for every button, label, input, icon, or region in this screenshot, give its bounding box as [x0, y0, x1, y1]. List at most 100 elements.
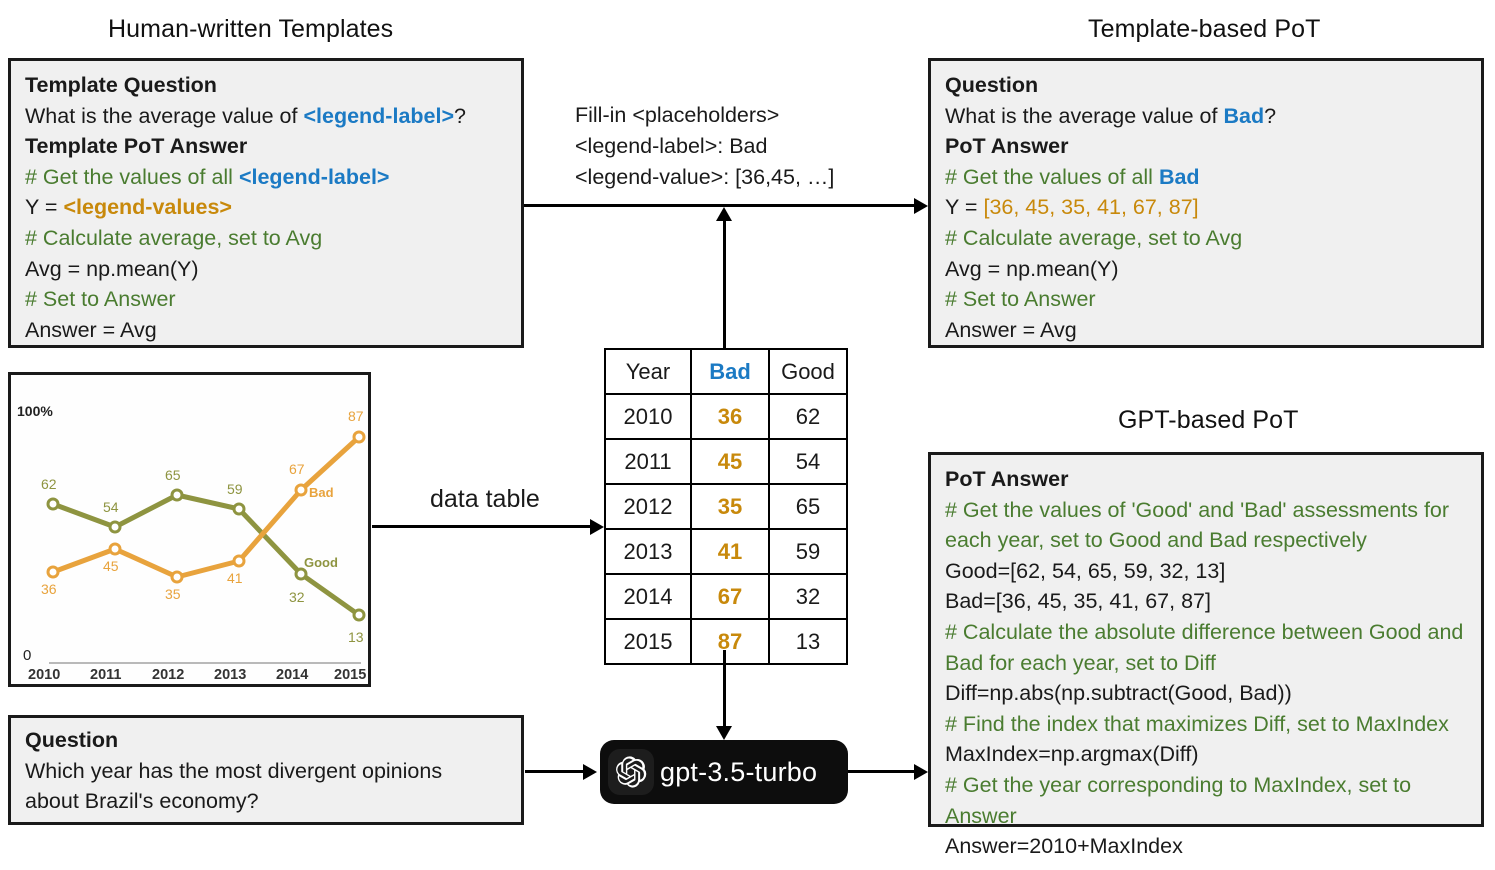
template-comment-1: # Get the values of all <legend-label>: [25, 162, 521, 193]
table-row: 2014 67 32: [604, 573, 848, 620]
arrow-table-to-gpt-line: [723, 650, 726, 730]
template-question-pre: What is the average value of: [25, 103, 304, 128]
gpt-pot-comment-1: # Get the values of 'Good' and 'Bad' ass…: [945, 497, 1450, 553]
table-cell-bad: 36: [690, 393, 770, 440]
chart-xtick-2012: 2012: [152, 667, 185, 683]
table-header-good: Good: [768, 348, 848, 395]
section-title-template-based-pot: Template-based PoT: [1088, 15, 1321, 43]
chart-value-bad-2010: 36: [41, 581, 57, 597]
gpt-model-badge[interactable]: gpt-3.5-turbo: [600, 740, 848, 804]
template-question-post: ?: [454, 103, 466, 128]
question-line-1: Which year has the most divergent opinio…: [25, 758, 443, 783]
template-code-2: Avg = np.mean(Y): [25, 256, 199, 281]
openai-logo-icon: [608, 749, 654, 795]
line-chart: 100% 0: [8, 372, 371, 687]
pot-question-heading: Question: [945, 73, 1039, 97]
table-cell-good: 62: [768, 393, 848, 440]
pot-question-value: Bad: [1223, 103, 1265, 128]
template-code-1: Y = <legend-values>: [25, 192, 521, 223]
legend-label-placeholder-2: <legend-label>: [238, 164, 390, 189]
arrow-question-to-gpt-head: [583, 764, 597, 780]
table-cell-year: 2015: [604, 618, 692, 665]
fill-in-annotation: Fill-in <placeholders> <legend-label>: B…: [575, 100, 834, 193]
template-comment-1-pre: # Get the values of all: [25, 164, 239, 189]
gpt-pot-code-3: Diff=np.abs(np.subtract(Good, Bad)): [945, 681, 1292, 706]
chart-y-top-label: 100%: [17, 403, 53, 419]
chart-xtick-2013: 2013: [214, 667, 247, 683]
pot-code-1-value: [36, 45, 35, 41, 67, 87]: [983, 195, 1199, 220]
chart-legend-label-good: Good: [304, 555, 338, 570]
chart-xtick-2015: 2015: [334, 667, 367, 683]
pot-question-pre: What is the average value of: [945, 103, 1224, 128]
section-title-gpt-based-pot: GPT-based PoT: [1118, 406, 1299, 434]
pot-answer-heading: PoT Answer: [945, 134, 1069, 159]
chart-value-bad-2011: 45: [103, 558, 119, 574]
section-title-human-written-templates: Human-written Templates: [108, 15, 394, 43]
table-cell-bad: 35: [690, 483, 770, 530]
pot-code-2: Avg = np.mean(Y): [945, 256, 1119, 281]
pot-question-post: ?: [1264, 103, 1277, 128]
pot-comment-1-value: Bad: [1158, 164, 1200, 189]
table-row: 2010 36 62: [604, 393, 848, 440]
pot-code-3: Answer = Avg: [945, 317, 1077, 342]
chart-value-bad-2013: 41: [227, 570, 243, 586]
chart-legend-label-bad: Bad: [309, 485, 334, 500]
question-line-2: about Brazil's economy?: [25, 789, 259, 814]
table-header-row: Year Bad Good: [604, 348, 848, 395]
table-cell-year: 2014: [604, 573, 692, 620]
gpt-pot-comment-2: # Calculate the absolute difference betw…: [945, 619, 1464, 675]
data-table: Year Bad Good 2010 36 62 2011 45 54 2012…: [604, 348, 848, 665]
gpt-pot-code-2: Bad=[36, 45, 35, 41, 67, 87]: [945, 589, 1211, 614]
arrow-chart-to-table-head: [590, 519, 604, 535]
fill-in-legend-value: <legend-value>: [36,45, …]: [575, 165, 835, 189]
table-cell-bad: 41: [690, 528, 770, 575]
chart-value-good-2015: 13: [348, 629, 364, 645]
gpt-pot-code-5: Answer=2010+MaxIndex: [945, 834, 1183, 859]
table-cell-good: 59: [768, 528, 848, 575]
chart-series-svg: [46, 430, 366, 622]
chart-xtick-2014: 2014: [276, 667, 309, 683]
chart-baseline: [49, 662, 361, 664]
arrow-template-to-pot-head: [914, 198, 928, 214]
arrow-template-to-pot-line: [524, 204, 922, 207]
arrow-gpt-to-pot-head: [914, 764, 928, 780]
pot-code-1-pre: Y =: [945, 195, 984, 220]
arrow-gpt-to-pot-line: [848, 770, 922, 773]
table-row: 2013 41 59: [604, 528, 848, 575]
arrow-table-to-gpt-head: [716, 726, 732, 740]
table-row: 2012 35 65: [604, 483, 848, 530]
arrow-table-to-fillin-line: [723, 220, 726, 348]
chart-y-bottom-label: 0: [23, 647, 32, 664]
table-row: 2015 87 13: [604, 618, 848, 665]
table-cell-bad: 67: [690, 573, 770, 620]
table-cell-good: 13: [768, 618, 848, 665]
table-cell-year: 2010: [604, 393, 692, 440]
chart-value-bad-2012: 35: [165, 586, 181, 602]
chart-value-bad-2014: 67: [289, 461, 305, 477]
arrow-table-to-fillin-head: [716, 207, 732, 221]
chart-xtick-2011: 2011: [90, 667, 122, 683]
chart-value-good-2013: 59: [227, 481, 243, 497]
arrow-question-to-gpt-line: [525, 770, 587, 773]
table-row: 2011 45 54: [604, 438, 848, 485]
template-answer-heading: Template PoT Answer: [25, 134, 248, 159]
gpt-pot-answer-heading: PoT Answer: [945, 467, 1069, 491]
pot-comment-1-pre: # Get the values of all: [945, 164, 1159, 189]
template-question-text: What is the average value of <legend-lab…: [25, 101, 521, 132]
arrow-label-data-table: data table: [430, 485, 540, 513]
table-cell-good: 32: [768, 573, 848, 620]
template-code-3: Answer = Avg: [25, 317, 157, 342]
template-comment-2: # Calculate average, set to Avg: [25, 225, 323, 250]
template-box: Template Question What is the average va…: [8, 58, 524, 348]
gpt-model-name: gpt-3.5-turbo: [660, 756, 818, 787]
pot-code-1: Y = [36, 45, 35, 41, 67, 87]: [945, 192, 1481, 223]
chart-value-good-2010: 62: [41, 476, 57, 492]
arrow-chart-to-table-line: [372, 525, 594, 528]
pot-comment-3: # Set to Answer: [945, 287, 1096, 312]
pot-comment-1: # Get the values of all Bad: [945, 162, 1481, 193]
table-header-year: Year: [604, 348, 692, 395]
fill-in-legend-label: <legend-label>: Bad: [575, 134, 768, 158]
legend-label-placeholder: <legend-label>: [303, 103, 455, 128]
chart-value-good-2012: 65: [165, 467, 181, 483]
table-header-bad: Bad: [690, 348, 770, 395]
